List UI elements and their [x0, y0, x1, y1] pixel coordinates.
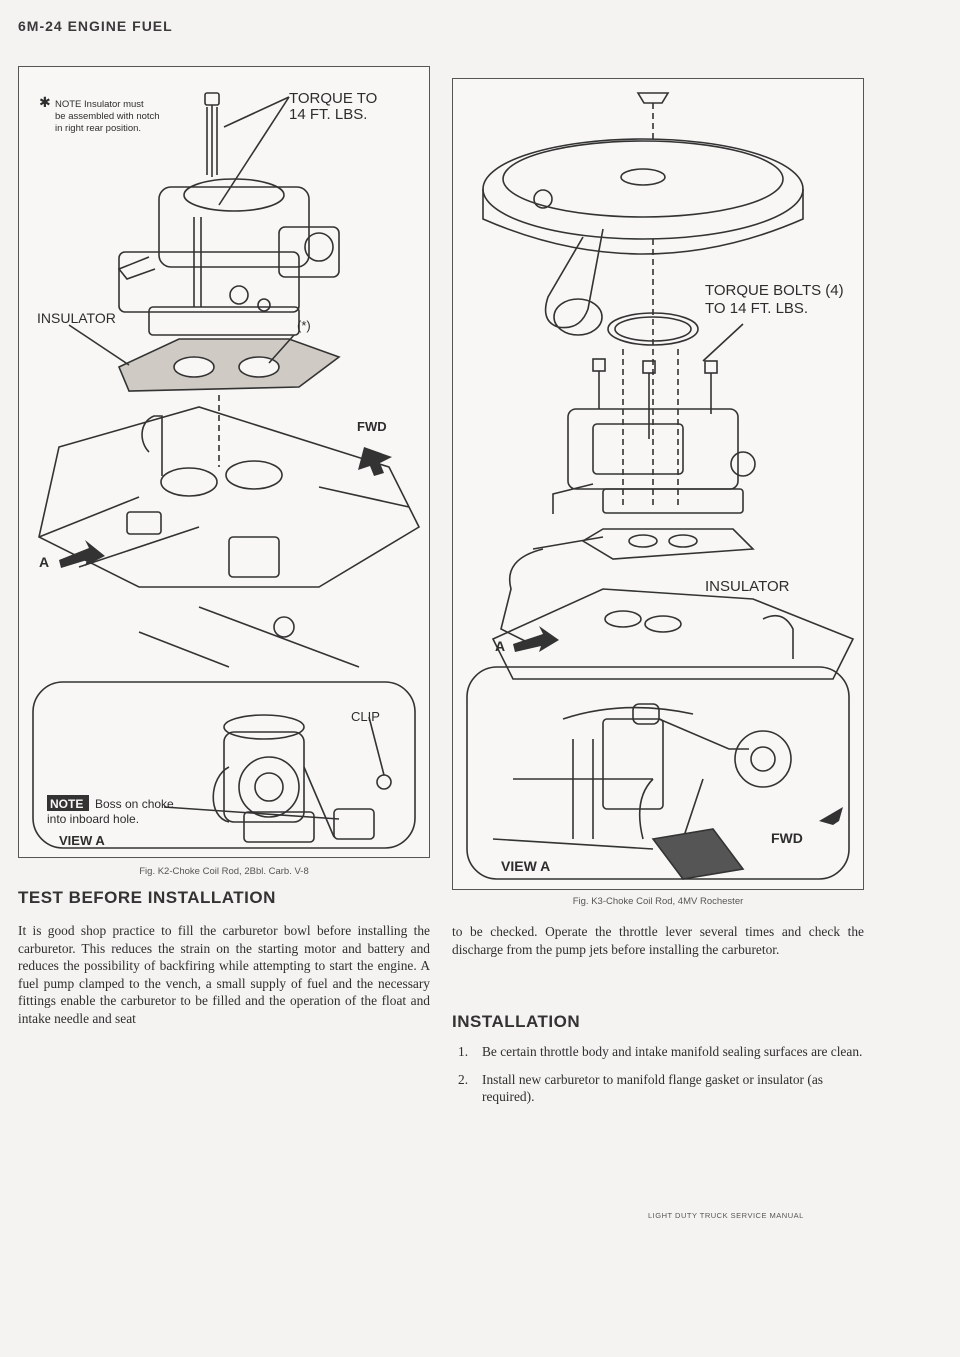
page-header: 6M-24 ENGINE FUEL — [18, 18, 173, 34]
installation-steps: 1.Be certain throttle body and intake ma… — [452, 1043, 864, 1116]
test-paragraph: It is good shop practice to fill the car… — [18, 923, 430, 1026]
torque-bolts-line-1: TORQUE BOLTS (4) — [705, 282, 844, 299]
figure-k3-caption: Fig. K3-Choke Coil Rod, 4MV Rochester — [572, 896, 744, 907]
continued-paragraph: to be checked. Operate the throttle leve… — [452, 924, 864, 957]
fwd-label: FWD — [357, 419, 387, 434]
note-line-1: NOTE Insulator must — [55, 99, 144, 110]
svg-text:✱: ✱ — [39, 94, 51, 110]
page-footer: LIGHT DUTY TRUCK SERVICE MANUAL — [648, 1211, 804, 1220]
clip-label: CLIP — [351, 709, 380, 724]
arrow-a-label-right: A — [495, 638, 505, 654]
torque-line-2: 14 FT. LBS. — [289, 106, 367, 123]
installation-heading: INSTALLATION — [452, 1012, 581, 1031]
figure-k2-illustration: ✱ NOTE Insulator must be assembled with … — [32, 90, 421, 849]
fwd-label-right: FWD — [771, 830, 803, 846]
installation-step-2: 2.Install new carburetor to manifold fla… — [458, 1071, 823, 1105]
note-line-2: be assembled with notch — [55, 111, 160, 122]
note-line-3: in right rear position. — [55, 123, 141, 134]
figure-k2: ✱ NOTE Insulator must be assembled with … — [18, 66, 430, 858]
insulator-label: INSULATOR — [37, 310, 116, 326]
star-label: (*) — [297, 318, 311, 333]
torque-bolts-line-2: TO 14 FT. LBS. — [705, 300, 808, 317]
test-before-installation-heading: TEST BEFORE INSTALLATION — [18, 888, 276, 907]
view-a-label: VIEW A — [59, 833, 105, 848]
insulator-label-right: INSULATOR — [705, 578, 790, 595]
torque-line-1: TORQUE TO — [289, 90, 377, 107]
note-badge: NOTE — [50, 797, 83, 811]
boss-note-line-2: into inboard hole. — [47, 812, 139, 826]
figure-k3-illustration: TORQUE BOLTS (4) TO 14 FT. LBS. INSULATO… — [466, 92, 855, 880]
view-a-label-right: VIEW A — [501, 858, 550, 874]
arrow-a-label: A — [39, 554, 49, 570]
figure-k2-caption: Fig. K2-Choke Coil Rod, 2Bbl. Carb. V-8 — [139, 866, 309, 877]
boss-note-line-1: Boss on choke — [95, 797, 174, 811]
figure-k3: TORQUE BOLTS (4) TO 14 FT. LBS. INSULATO… — [452, 78, 864, 890]
installation-step-1: 1.Be certain throttle body and intake ma… — [458, 1044, 863, 1059]
